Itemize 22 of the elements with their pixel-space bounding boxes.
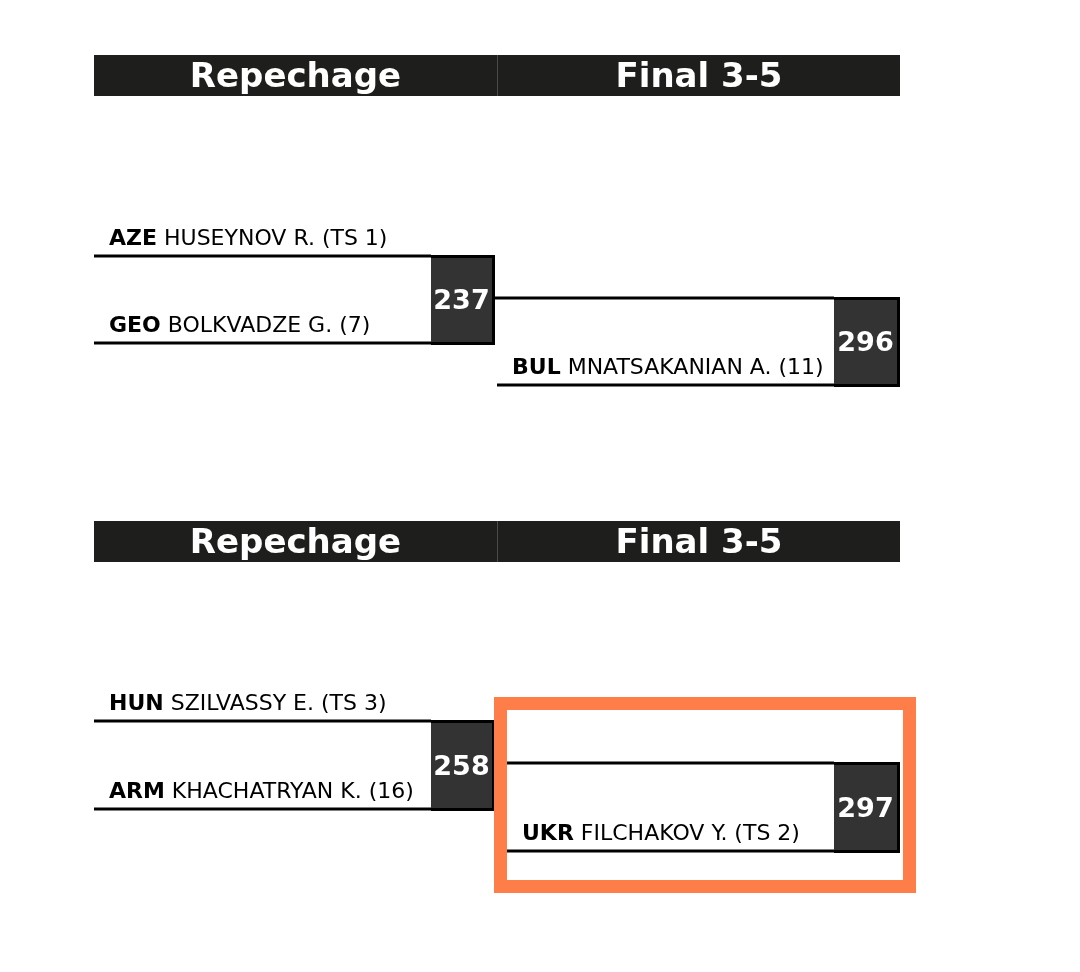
bracket-line (94, 341, 431, 345)
competitor-name: BUL MNATSAKANIAN A. (11) (497, 351, 824, 384)
competitor-name: GEO BOLKVADZE G. (7) (94, 309, 371, 342)
bracket-line (497, 383, 834, 387)
bracket-line (495, 296, 834, 300)
competitor-name: UKR FILCHAKOV Y. (TS 2) (507, 817, 800, 850)
competitor-name: AZE HUSEYNOV R. (TS 1) (94, 222, 388, 255)
round-header: Final 3-5 (497, 55, 900, 96)
match-number-box: 237 (431, 254, 495, 345)
competitor-name: ARM KHACHATRYAN K. (16) (94, 775, 414, 808)
round-header: Repechage (94, 521, 497, 562)
bracket-line (94, 254, 431, 258)
round-header: Final 3-5 (497, 521, 900, 562)
bracket-line (507, 849, 834, 853)
match-number-box: 296 (834, 296, 900, 387)
round-header: Repechage (94, 55, 497, 96)
competitor-name: HUN SZILVASSY E. (TS 3) (94, 687, 387, 720)
highlight-frame (494, 697, 916, 893)
bracket-line (94, 807, 431, 811)
bracket-line (94, 719, 431, 723)
match-number-box: 258 (431, 719, 495, 811)
match-number-box: 297 (834, 761, 900, 853)
